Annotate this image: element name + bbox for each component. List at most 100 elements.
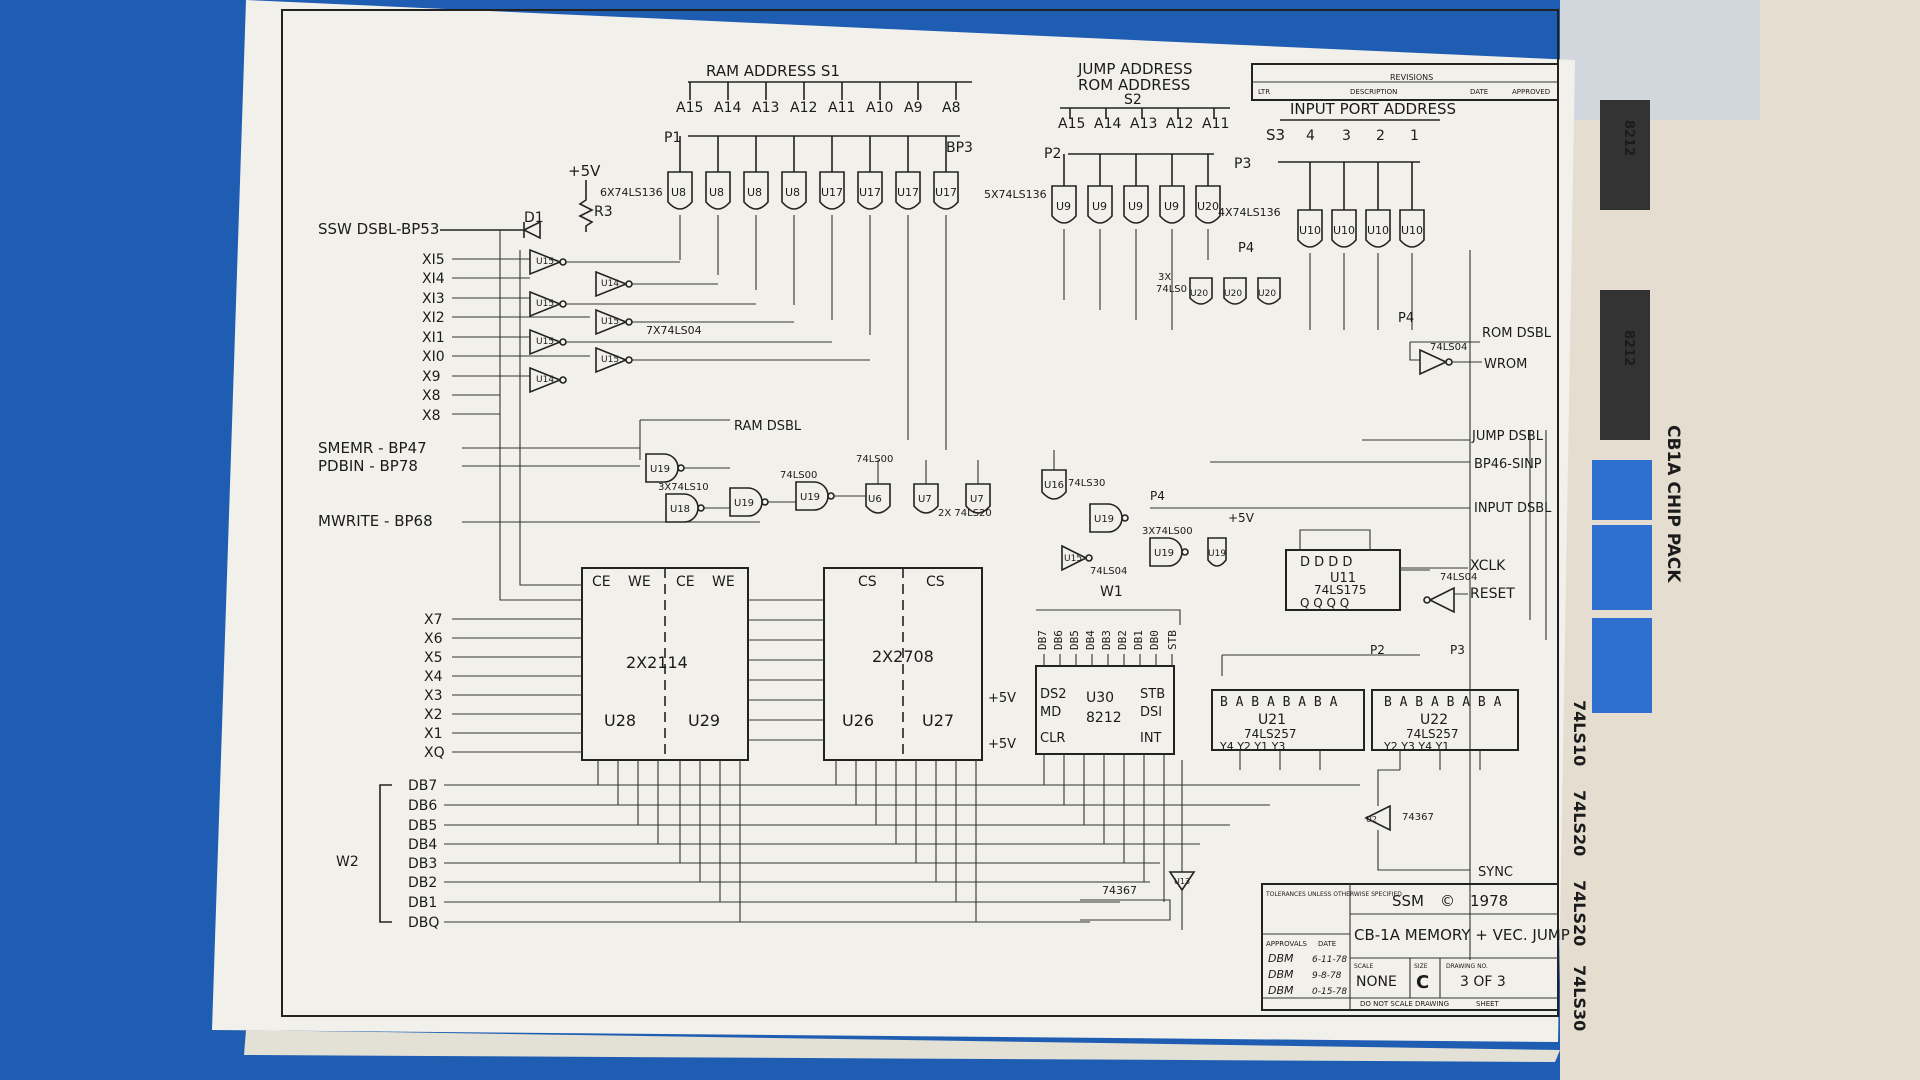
chip-pack-part-3: 74LS20 xyxy=(1570,880,1589,946)
label-3x74ls00: 3X74LS00 xyxy=(1142,526,1193,537)
signal-db6: DB6 xyxy=(408,798,437,814)
svg-text:STB: STB xyxy=(1166,630,1179,650)
drawing-no-label: DRAWING NO. xyxy=(1446,963,1488,970)
rom-address-switch-s2: A15 A14 A13 A12 A11 xyxy=(1058,108,1229,155)
latch-ds2: DS2 xyxy=(1040,687,1067,702)
svg-text:U6: U6 xyxy=(868,494,882,505)
rom-bit-a11: A11 xyxy=(1202,116,1229,132)
signal-rom-dsbl: ROM DSBL xyxy=(1482,326,1552,341)
u22-name: U22 xyxy=(1420,712,1448,728)
latch-md: MD xyxy=(1040,705,1061,720)
signal-xq: XQ xyxy=(424,745,445,761)
connector-bp3: BP3 xyxy=(946,140,973,156)
svg-text:U17: U17 xyxy=(859,186,881,199)
svg-text:U15: U15 xyxy=(1064,554,1082,564)
svg-text:U20: U20 xyxy=(1258,289,1276,299)
signal-xi5: XI5 xyxy=(422,252,445,268)
svg-text:U9: U9 xyxy=(1164,200,1179,213)
input-bit-4: 4 xyxy=(1306,128,1315,144)
low-address-lines: X7 X6 X5 X4 X3 X2 X1 XQ xyxy=(424,230,582,761)
data-bus: DB7 DB6 DB5 DB4 DB3 DB2 DB1 DBQ W2 xyxy=(336,754,1360,931)
u21-ab-pins: B A B A B A B A xyxy=(1220,695,1338,710)
label-7x74ls04: 7X74LS04 xyxy=(646,324,702,337)
ram-u28: U28 xyxy=(604,711,636,730)
ram-bit-a10: A10 xyxy=(866,100,893,116)
scale-label: SCALE xyxy=(1354,963,1373,970)
svg-text:U15: U15 xyxy=(601,355,619,365)
connector-p1: P1 xyxy=(664,130,681,146)
paper-stack-edge xyxy=(244,1030,1560,1062)
chip-pack-title: CB1A CHIP PACK xyxy=(1663,425,1683,583)
resistor-r3: R3 xyxy=(594,204,613,220)
signal-xclk: XCLK xyxy=(1470,558,1506,574)
latch-8212: 8212 xyxy=(1086,710,1122,726)
signal-dbq: DBQ xyxy=(408,915,439,931)
u22-y-pins: Y2 Y3 Y4 Y1 xyxy=(1383,740,1449,753)
title-year: 1978 xyxy=(1470,892,1508,910)
label-74ls04-rom: 74LS04 xyxy=(1430,342,1467,353)
rom-u26: U26 xyxy=(842,711,874,730)
signal-xi4: XI4 xyxy=(422,271,445,287)
chip-pack-part-4: 74LS30 xyxy=(1570,965,1589,1031)
title-company: SSM xyxy=(1392,892,1424,910)
latch-w1: W1 xyxy=(1100,584,1123,600)
signal-db2: DB2 xyxy=(408,875,437,891)
svg-text:U7: U7 xyxy=(918,494,932,505)
input-port-title: INPUT PORT ADDRESS xyxy=(1290,100,1456,118)
svg-text:U20: U20 xyxy=(1197,200,1219,213)
chip-pack-part-2: 74LS20 xyxy=(1570,790,1589,856)
u20-gates: U20 U20 U20 xyxy=(1189,277,1281,305)
svg-text:U9: U9 xyxy=(1056,200,1071,213)
svg-text:U19: U19 xyxy=(1094,514,1114,525)
svg-text:U15: U15 xyxy=(536,257,554,267)
ram-bit-a9: A9 xyxy=(904,100,922,116)
svg-text:U7: U7 xyxy=(970,494,984,505)
u21-part: 74LS257 xyxy=(1244,727,1296,741)
sheet-label: SHEET xyxy=(1476,1000,1500,1008)
u11-q-pins: Q Q Q Q xyxy=(1300,596,1349,610)
u22-ab-pins: B A B A B A B A xyxy=(1384,695,1502,710)
svg-text:U17: U17 xyxy=(821,186,843,199)
do-not-scale: DO NOT SCALE DRAWING xyxy=(1360,1000,1449,1008)
sheet-number: 3 OF 3 xyxy=(1460,974,1506,990)
approval-sign-2: DBM xyxy=(1268,968,1294,981)
label-74ls0: 74LS0 xyxy=(1156,284,1187,295)
connector-p4-a: P4 xyxy=(1238,241,1254,256)
size-value: C xyxy=(1416,972,1429,993)
ram-bit-a15: A15 xyxy=(676,100,703,116)
rom-u27: U27 xyxy=(922,711,954,730)
signal-x1: X1 xyxy=(424,726,443,742)
signal-reset: RESET xyxy=(1470,586,1515,602)
inverter-ladder: U15 U15 U15 U14 U14 U15 U15 xyxy=(529,248,870,394)
label-74ls00-a: 74LS00 xyxy=(780,470,817,481)
svg-text:U10: U10 xyxy=(1333,224,1355,237)
svg-text:DB3: DB3 xyxy=(1100,630,1113,650)
signal-db1: DB1 xyxy=(408,895,437,911)
left-signal-block: SSW DSBL-BP53 XI5 XI4 XI3 XI2 XI1 XI0 X9… xyxy=(318,220,590,424)
chip-8212-a xyxy=(1600,100,1650,210)
tolerances-text: TOLERANCES UNLESS OTHERWISE SPECIFIED xyxy=(1265,891,1402,898)
signal-x3: X3 xyxy=(424,688,443,704)
signal-x8b: X8 xyxy=(422,408,441,424)
svg-text:U20: U20 xyxy=(1190,289,1208,299)
signal-pdbin: PDBIN - BP78 xyxy=(318,457,418,475)
signal-smemr: SMEMR - BP47 xyxy=(318,439,427,457)
dip-chip-blue-3 xyxy=(1592,618,1652,713)
label-6x74ls136: 6X74LS136 xyxy=(600,186,663,199)
svg-text:U14: U14 xyxy=(536,375,554,385)
supply-5v-label: +5V xyxy=(568,162,601,180)
svg-text:U19: U19 xyxy=(650,464,670,475)
title-copyright: © xyxy=(1440,892,1455,910)
rom-bit-a14: A14 xyxy=(1094,116,1121,132)
svg-text:U19: U19 xyxy=(1208,549,1226,559)
chip-8212-b xyxy=(1600,290,1650,440)
buffer-u2-label: U2 xyxy=(1366,815,1377,824)
label-2x-74ls20: 2X 74LS20 xyxy=(938,508,992,519)
label-74ls04-u15: 74LS04 xyxy=(1090,566,1127,577)
latch-dsi: DSI xyxy=(1140,705,1162,720)
supply-5v-latch-a: +5V xyxy=(988,691,1016,706)
plastic-sleeve xyxy=(1560,0,1760,120)
svg-text:DB1: DB1 xyxy=(1132,630,1145,650)
svg-text:U19: U19 xyxy=(1154,548,1174,559)
svg-text:U15: U15 xyxy=(536,299,554,309)
